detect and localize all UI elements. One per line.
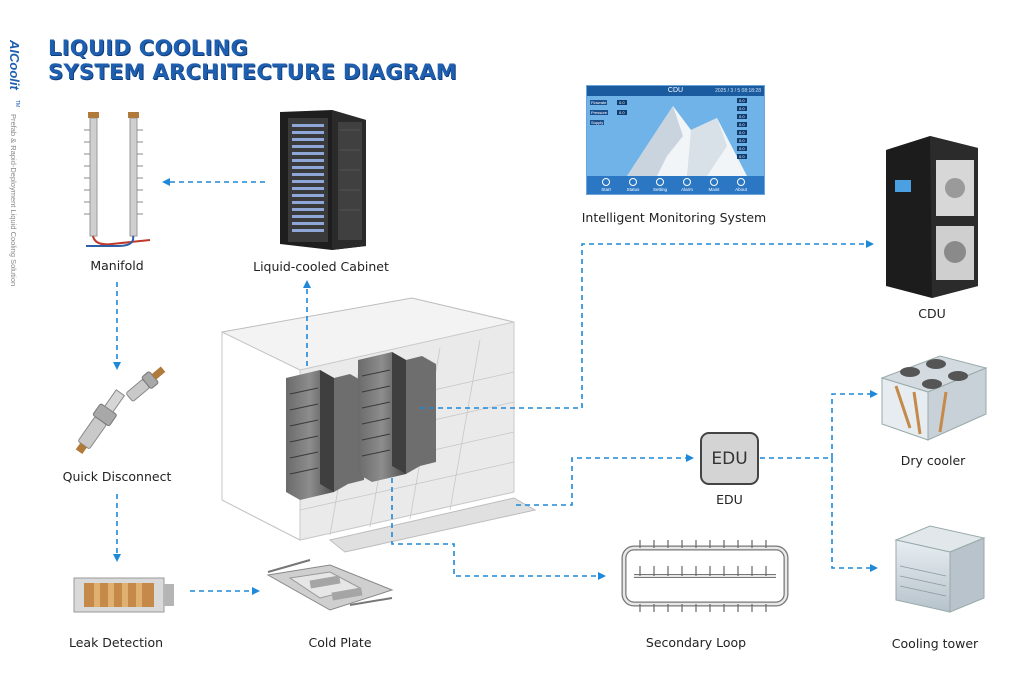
monitor-right-value: 0.0: [737, 130, 747, 135]
monitor-button-setting[interactable]: Setting: [651, 178, 669, 192]
brand-tagline: Prefab & Rapid-Deployment Liquid Cooling…: [9, 114, 18, 286]
monitor-button-label: Maint: [708, 187, 720, 192]
edu-box: EDU: [700, 432, 759, 485]
monitor-right-value: 0.0: [737, 114, 747, 119]
title-line-1: LIQUID COOLING: [48, 36, 248, 60]
brand-tm: TM: [14, 100, 20, 107]
label-edu: EDU: [716, 492, 743, 507]
arrow-room-to-cdu: [420, 240, 874, 409]
cdu-illustration: [886, 136, 978, 298]
label-monitoring: Intelligent Monitoring System: [581, 210, 767, 225]
manifold-illustration: [84, 112, 151, 247]
label-cold-plate: Cold Plate: [308, 635, 372, 650]
monitor-button-label: Setting: [652, 187, 667, 192]
monitor-right-value: 0.0: [737, 146, 747, 151]
arrow-room-to-edu: [516, 454, 694, 506]
monitor-button-icon: [737, 178, 745, 186]
monitor-button-maint[interactable]: Maint: [705, 178, 723, 192]
monitor-button-icon: [656, 178, 664, 186]
arrow-room-to-secondary-loop: [391, 478, 606, 580]
cold-plate-illustration: [266, 559, 394, 611]
label-cabinet: Liquid-cooled Cabinet: [253, 259, 389, 274]
monitor-tag-1: Flowrate: [590, 100, 608, 105]
monitor-button-label: About: [735, 187, 747, 192]
arrow-junction-to-cooling-tower: [831, 458, 878, 572]
cooling-tower-illustration: [894, 525, 986, 613]
monitor-title: CDU: [667, 87, 684, 94]
mountain-image: [587, 96, 764, 176]
monitoring-screen: CDU 2025 / 3 / 5 08:18:28 Flowrate Press…: [586, 85, 765, 195]
cabinet-illustration: [280, 110, 366, 250]
monitor-button-icon: [629, 178, 637, 186]
flow-arrows: [113, 178, 878, 595]
datacenter-room-illustration: [221, 297, 537, 553]
label-dry-cooler: Dry cooler: [900, 453, 966, 468]
monitor-date: 2025 / 3 / 5 08:18:28: [715, 88, 761, 94]
monitor-right-value: 0.0: [737, 122, 747, 127]
arrow-junction-to-dry-cooler: [831, 390, 878, 458]
label-cooling-tower: Cooling tower: [891, 636, 979, 651]
monitor-right-value: 0.0: [737, 138, 747, 143]
label-cdu: CDU: [918, 306, 946, 321]
monitor-button-start[interactable]: Start: [597, 178, 615, 192]
label-leak-detection: Leak Detection: [68, 635, 164, 650]
title-line-2: SYSTEM ARCHITECTURE DIAGRAM: [48, 60, 457, 84]
brand-vertical: AICoolit TM Prefab & Rapid-Deployment Li…: [7, 39, 22, 286]
monitor-button-alarm[interactable]: Alarm: [678, 178, 696, 192]
label-secondary-loop: Secondary Loop: [645, 635, 747, 650]
brand-name: AICoolit: [7, 39, 22, 90]
monitor-right-value: 0.0: [737, 154, 747, 159]
leak-detection-illustration: [73, 577, 174, 613]
monitor-tag-2: Pressure: [590, 110, 609, 115]
monitor-button-label: Start: [601, 187, 611, 192]
monitor-button-icon: [710, 178, 718, 186]
monitor-left-value-2: 0.0: [617, 110, 627, 115]
monitor-button-about[interactable]: About: [732, 178, 750, 192]
dry-cooler-illustration: [880, 355, 988, 441]
monitor-left-value-1: 0.0: [617, 100, 627, 105]
monitor-right-value: 0.0: [737, 98, 747, 103]
monitor-button-icon: [683, 178, 691, 186]
diagram-title: LIQUID COOLING SYSTEM ARCHITECTURE DIAGR…: [48, 36, 457, 84]
monitor-header-bar: [587, 86, 764, 96]
label-quick-disconnect: Quick Disconnect: [62, 469, 172, 484]
monitor-right-value: 0.0: [737, 106, 747, 111]
monitor-button-label: Alarm: [681, 187, 693, 192]
monitor-button-icon: [602, 178, 610, 186]
quick-disconnect-illustration: [75, 366, 166, 454]
monitor-button-status[interactable]: Status: [624, 178, 642, 192]
monitor-tag-3: Supply: [590, 120, 605, 125]
secondary-loop-illustration: [621, 540, 789, 612]
label-manifold: Manifold: [90, 258, 144, 273]
monitor-button-label: Status: [626, 187, 640, 192]
